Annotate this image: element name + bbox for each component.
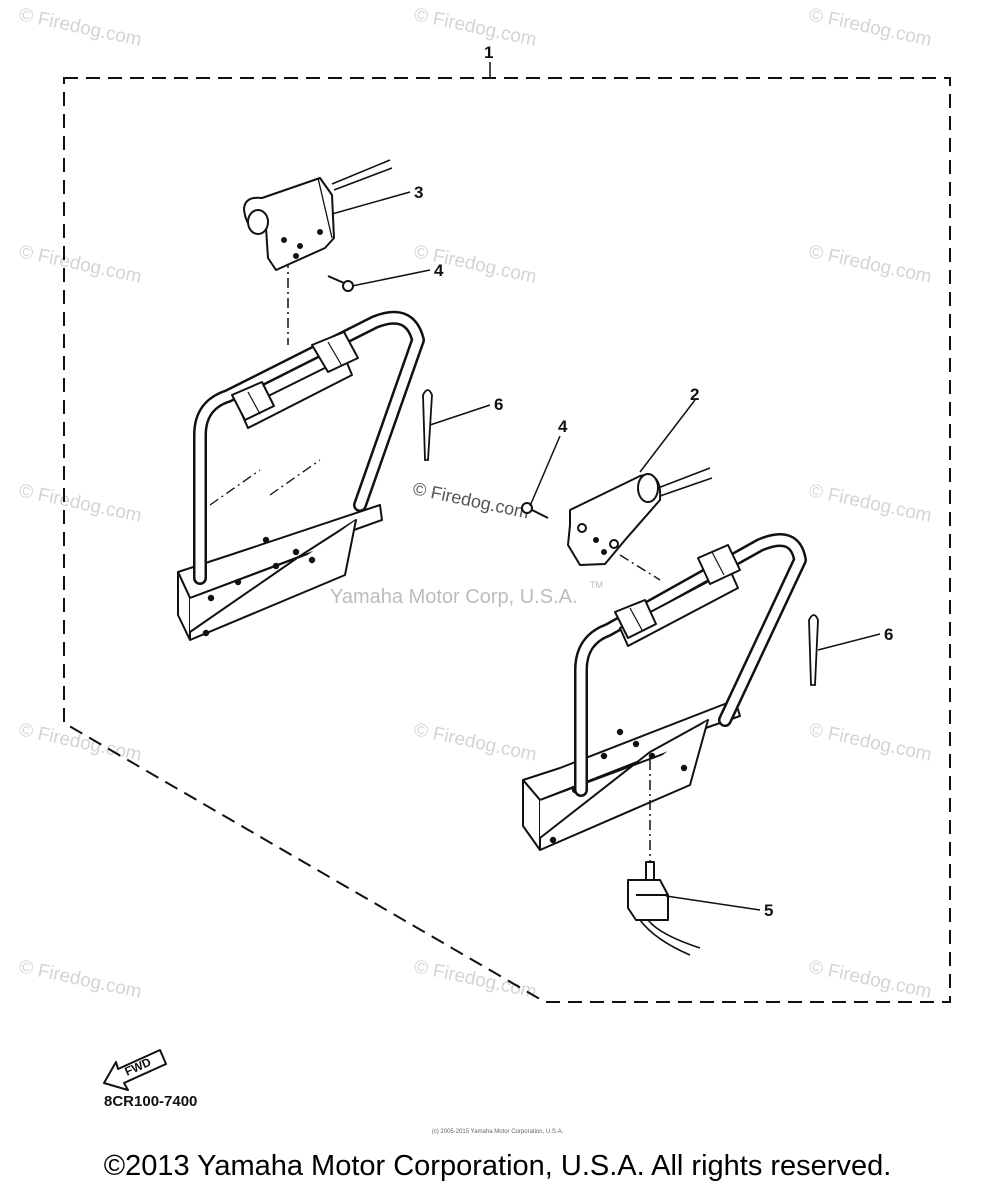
watermark-text: © Firedog.com — [412, 241, 539, 288]
cotter-pin-part-6-left — [422, 389, 433, 461]
fwd-arrow-icon: FWD — [103, 1049, 167, 1091]
watermark-text: © Firedog.com — [17, 4, 144, 51]
watermark-center-text: Yamaha Motor Corp, U.S.A. — [330, 586, 578, 608]
switch-part-5 — [627, 861, 701, 956]
right-cable-guide — [522, 533, 807, 862]
callout-6-right: 6 — [884, 625, 893, 644]
watermark-text: © Firedog.com — [807, 480, 934, 527]
watermark-text: © Firedog.com — [412, 4, 539, 51]
watermark-text: © Firedog.com — [807, 4, 934, 51]
watermark-layer: © Firedog.com © Firedog.com © Firedog.co… — [17, 4, 934, 1003]
callout-2: 2 — [690, 385, 699, 404]
watermark-text: © Firedog.com — [17, 956, 144, 1003]
callout-6-left: 6 — [494, 395, 503, 414]
callout-4-left: 4 — [434, 261, 444, 280]
watermark-text: © Firedog.com — [412, 719, 539, 766]
watermark-text: © Firedog.com — [17, 480, 144, 527]
part-code: 8CR100-7400 — [104, 1093, 198, 1110]
watermark-text: © Firedog.com — [807, 719, 934, 766]
assembly-boundary — [63, 77, 951, 1003]
left-cable-guide — [177, 258, 425, 641]
watermark-text: © Firedog.com — [17, 241, 144, 288]
cotter-pin-part-6-right — [808, 614, 819, 686]
watermark-text: © Firedog.com — [411, 478, 531, 522]
callout-3: 3 — [414, 183, 423, 202]
screw-part-4-left — [327, 275, 354, 292]
watermark-text: © Firedog.com — [807, 241, 934, 288]
callout-1: 1 — [484, 43, 493, 62]
leader-lines — [331, 191, 881, 911]
watermark-text: © Firedog.com — [807, 956, 934, 1003]
clamp-part-3 — [243, 159, 393, 271]
copyright-small: (c) 2005-2015 Yamaha Motor Corporation, … — [431, 1129, 564, 1135]
clamp-part-2 — [567, 467, 713, 566]
watermark-tm: TM — [590, 580, 603, 590]
callout-5: 5 — [764, 901, 773, 920]
watermark-text: © Firedog.com — [412, 956, 539, 1003]
callout-4-right: 4 — [558, 417, 568, 436]
copyright-notice: ©2013 Yamaha Motor Corporation, U.S.A. A… — [103, 1150, 892, 1182]
watermark-text: © Firedog.com — [17, 719, 144, 766]
